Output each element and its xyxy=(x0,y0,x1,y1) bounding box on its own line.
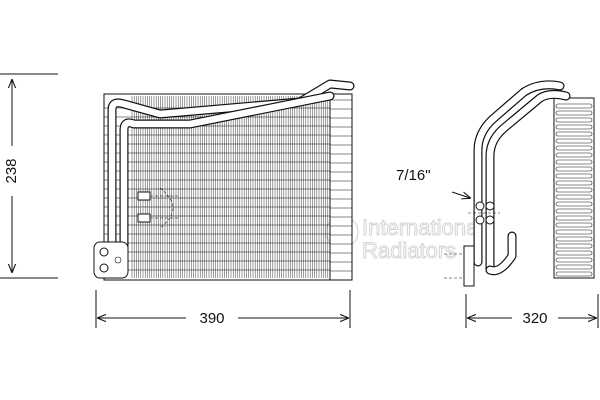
front-core-tubes xyxy=(104,107,330,271)
side-fin xyxy=(555,208,593,214)
front-tank-right xyxy=(329,93,353,281)
side-fin xyxy=(555,271,593,277)
side-fin xyxy=(555,110,593,116)
side-fin xyxy=(555,152,593,158)
side-fin xyxy=(555,187,593,193)
side-fin xyxy=(555,250,593,256)
height-dimension: 238 xyxy=(0,73,58,279)
side-fin xyxy=(555,264,593,270)
fitting-upper xyxy=(137,191,151,201)
side-width-dimension-label: 320 xyxy=(522,310,547,327)
side-fin xyxy=(555,173,593,179)
fitting-size-label: 7/16" xyxy=(396,167,431,184)
side-fin xyxy=(555,257,593,263)
side-view xyxy=(444,80,595,287)
front-pipes xyxy=(107,79,355,255)
side-core-fins xyxy=(555,103,593,277)
watermark-line1: International xyxy=(362,215,483,240)
front-fittings xyxy=(137,187,180,229)
side-fin xyxy=(555,229,593,235)
fitting-lower xyxy=(137,213,151,223)
side-fin xyxy=(555,236,593,242)
side-core-outline xyxy=(553,97,595,279)
side-flange-plate xyxy=(444,245,475,287)
side-fin xyxy=(555,117,593,123)
side-fittings xyxy=(468,201,500,225)
side-fin xyxy=(555,194,593,200)
front-flange-plate xyxy=(93,241,129,279)
side-fin xyxy=(555,222,593,228)
fitting-size-callout: 7/16" xyxy=(396,167,470,198)
side-fin xyxy=(555,145,593,151)
watermark: International Radiators xyxy=(325,215,484,264)
side-fin xyxy=(555,215,593,221)
side-fin xyxy=(555,166,593,172)
front-tank-ribs xyxy=(330,99,352,272)
side-fin xyxy=(555,103,593,109)
front-width-dimension: 390 xyxy=(95,290,351,328)
side-fin xyxy=(555,243,593,249)
watermark-line2: Radiators xyxy=(362,238,456,263)
side-fin xyxy=(555,159,593,165)
front-view xyxy=(93,79,355,281)
fitting-size-leader xyxy=(451,191,470,198)
side-fin xyxy=(555,138,593,144)
side-fin xyxy=(555,201,593,207)
side-fin xyxy=(555,131,593,137)
side-fin xyxy=(555,180,593,186)
side-width-dimension: 320 xyxy=(465,294,599,328)
front-width-dimension-label: 390 xyxy=(199,310,224,327)
side-pipes xyxy=(473,80,571,276)
height-dimension-label: 238 xyxy=(3,158,20,183)
side-fin xyxy=(555,124,593,130)
